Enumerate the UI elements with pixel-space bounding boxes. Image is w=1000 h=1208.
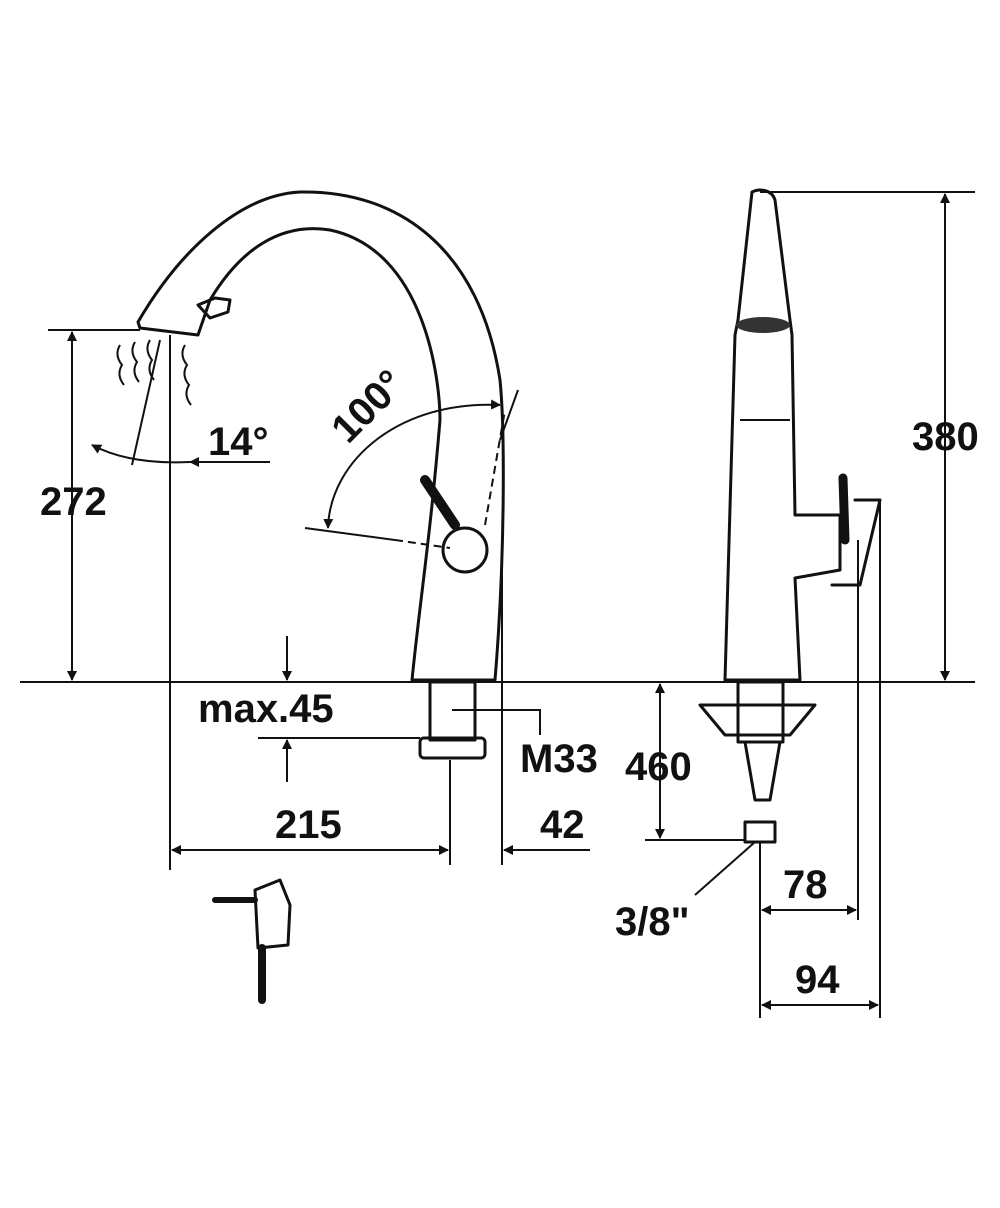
- dim-78: 78: [783, 863, 828, 907]
- power-plug-icon: [212, 878, 292, 1004]
- dim-94: 94: [795, 958, 840, 1002]
- side-view-faucet: [698, 188, 882, 844]
- dim-380: 380: [912, 415, 979, 459]
- label-m33: M33: [520, 737, 598, 781]
- front-view-faucet: [116, 190, 506, 760]
- dim-42: 42: [540, 803, 585, 847]
- dim-215: 215: [275, 803, 342, 847]
- label-3-8-inch: 3/8": [615, 900, 690, 944]
- dim-460: 460: [625, 745, 692, 789]
- dim-272: 272: [40, 480, 107, 524]
- dim-max-45: max.45: [198, 687, 334, 731]
- dim-14-deg: 14°: [208, 420, 269, 464]
- dim-100-deg: 100°: [323, 362, 413, 452]
